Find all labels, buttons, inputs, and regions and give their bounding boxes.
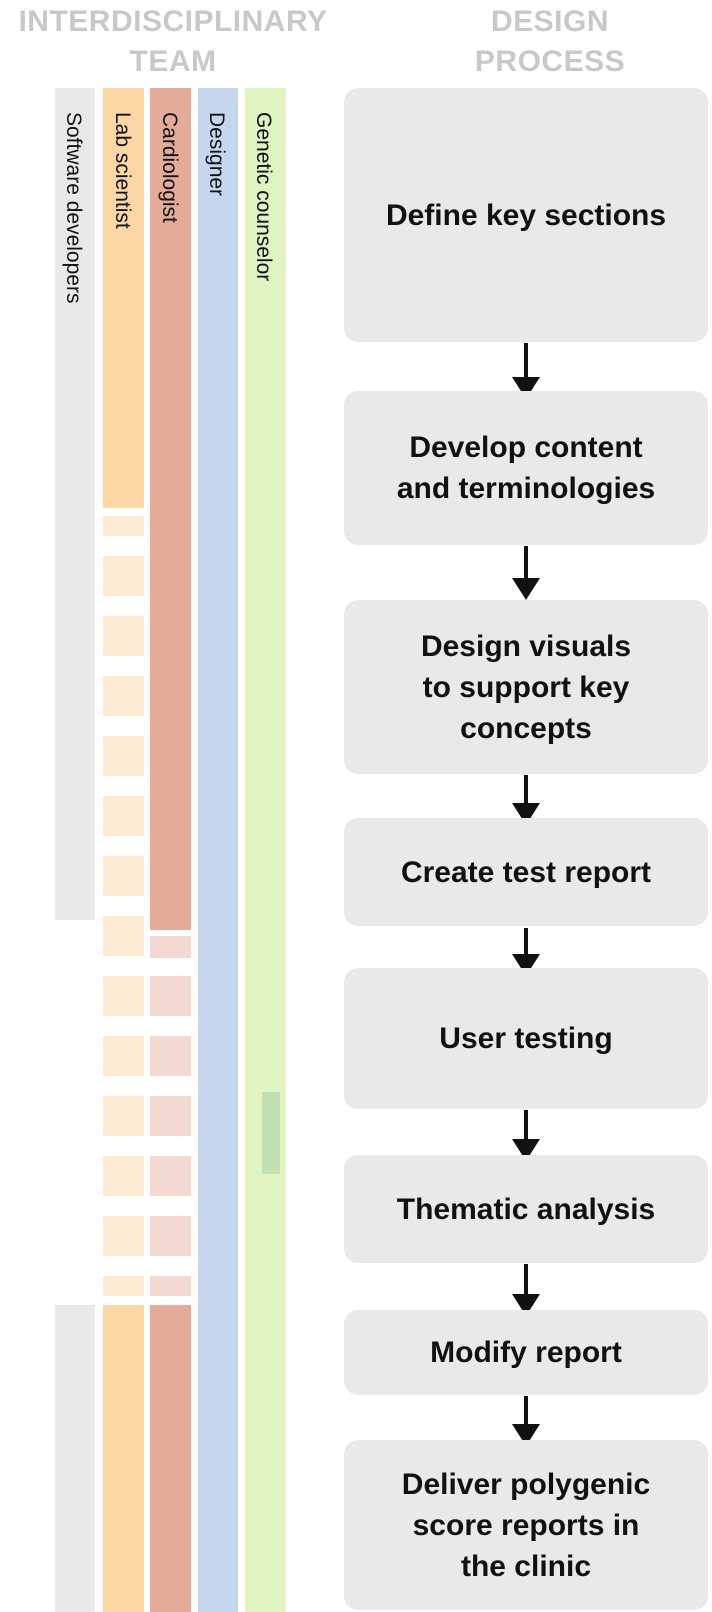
arrow-down-icon [512,1110,540,1161]
lab-scientist-dash [103,976,144,1016]
arrow-down-icon [512,1264,540,1316]
process-header: DESIGN PROCESS [440,2,660,82]
lab-scientist-dash [103,736,144,776]
step-label: Create test report [400,855,652,889]
step-label: Define key sections [385,198,667,232]
cardiologist-dash [150,1036,191,1076]
lab-scientist-dash [103,1216,144,1256]
step-develop-content: Develop content and terminologies [344,391,708,545]
genetic-counselor-label: Genetic counselor [252,112,275,282]
lab-scientist-dash [103,516,144,536]
team-header-line1: INTERDISCIPLINARY [18,5,328,38]
cardiologist-dash [150,936,191,958]
process-header-line2: PROCESS [474,45,626,78]
step-thematic-analysis: Thematic analysis [344,1155,708,1263]
step-design-visuals: Design visuals to support key concepts [344,600,708,774]
lab-scientist-dash [103,1276,144,1296]
lab-scientist-dash [103,616,144,656]
cardiologist-label: Cardiologist [158,112,181,223]
lab-scientist-bar-bottom [103,1305,144,1612]
lab-scientist-dash [103,796,144,836]
team-header-line2: TEAM [129,45,217,78]
cardiologist-dash [150,1276,191,1296]
arrow-down-icon [512,1396,540,1446]
step-label: Modify report [430,1336,622,1369]
cardiologist-bar-bottom [150,1305,191,1612]
step-create-test-report: Create test report [344,818,708,926]
step-user-testing: User testing [344,968,708,1109]
cardiologist-bar-top [150,88,191,930]
lab-scientist-bar-top [103,88,144,508]
arrow-down-icon [512,546,540,600]
genetic-counselor-highlight [262,1092,280,1174]
step-label: User testing [439,1022,613,1055]
team-header: INTERDISCIPLINARY TEAM [0,2,346,82]
lab-scientist-dash [103,916,144,956]
cardiologist-dash [150,1096,191,1136]
lab-scientist-dash [103,676,144,716]
cardiologist-dash [150,1216,191,1256]
step-deliver-reports: Deliver polygenic score reports in the c… [344,1440,708,1610]
cardiologist-dash [150,1156,191,1196]
lab-scientist-dash [103,856,144,896]
lab-scientist-dash [103,556,144,596]
process-header-line1: DESIGN [490,5,610,38]
software-developers-bar-top [55,88,95,920]
software-developers-label: Software developers [62,112,85,304]
lab-scientist-dash [103,1096,144,1136]
lab-scientist-label: Lab scientist [111,112,134,229]
step-label: Thematic analysis [396,1192,656,1226]
step-modify-report: Modify report [344,1310,708,1395]
designer-label: Designer [205,112,228,197]
step-label: Develop content and terminologies [396,431,656,505]
lab-scientist-dash [103,1156,144,1196]
lab-scientist-dash [103,1036,144,1076]
step-label: Deliver polygenic score reports in the c… [401,1467,651,1583]
software-developers-bar-bottom [55,1305,95,1612]
genetic-counselor-bar [245,88,286,1612]
cardiologist-dash [150,976,191,1016]
step-define-key-sections: Define key sections [344,88,708,342]
step-label: Design visuals to support key concepts [420,629,632,745]
designer-bar [198,88,238,1612]
